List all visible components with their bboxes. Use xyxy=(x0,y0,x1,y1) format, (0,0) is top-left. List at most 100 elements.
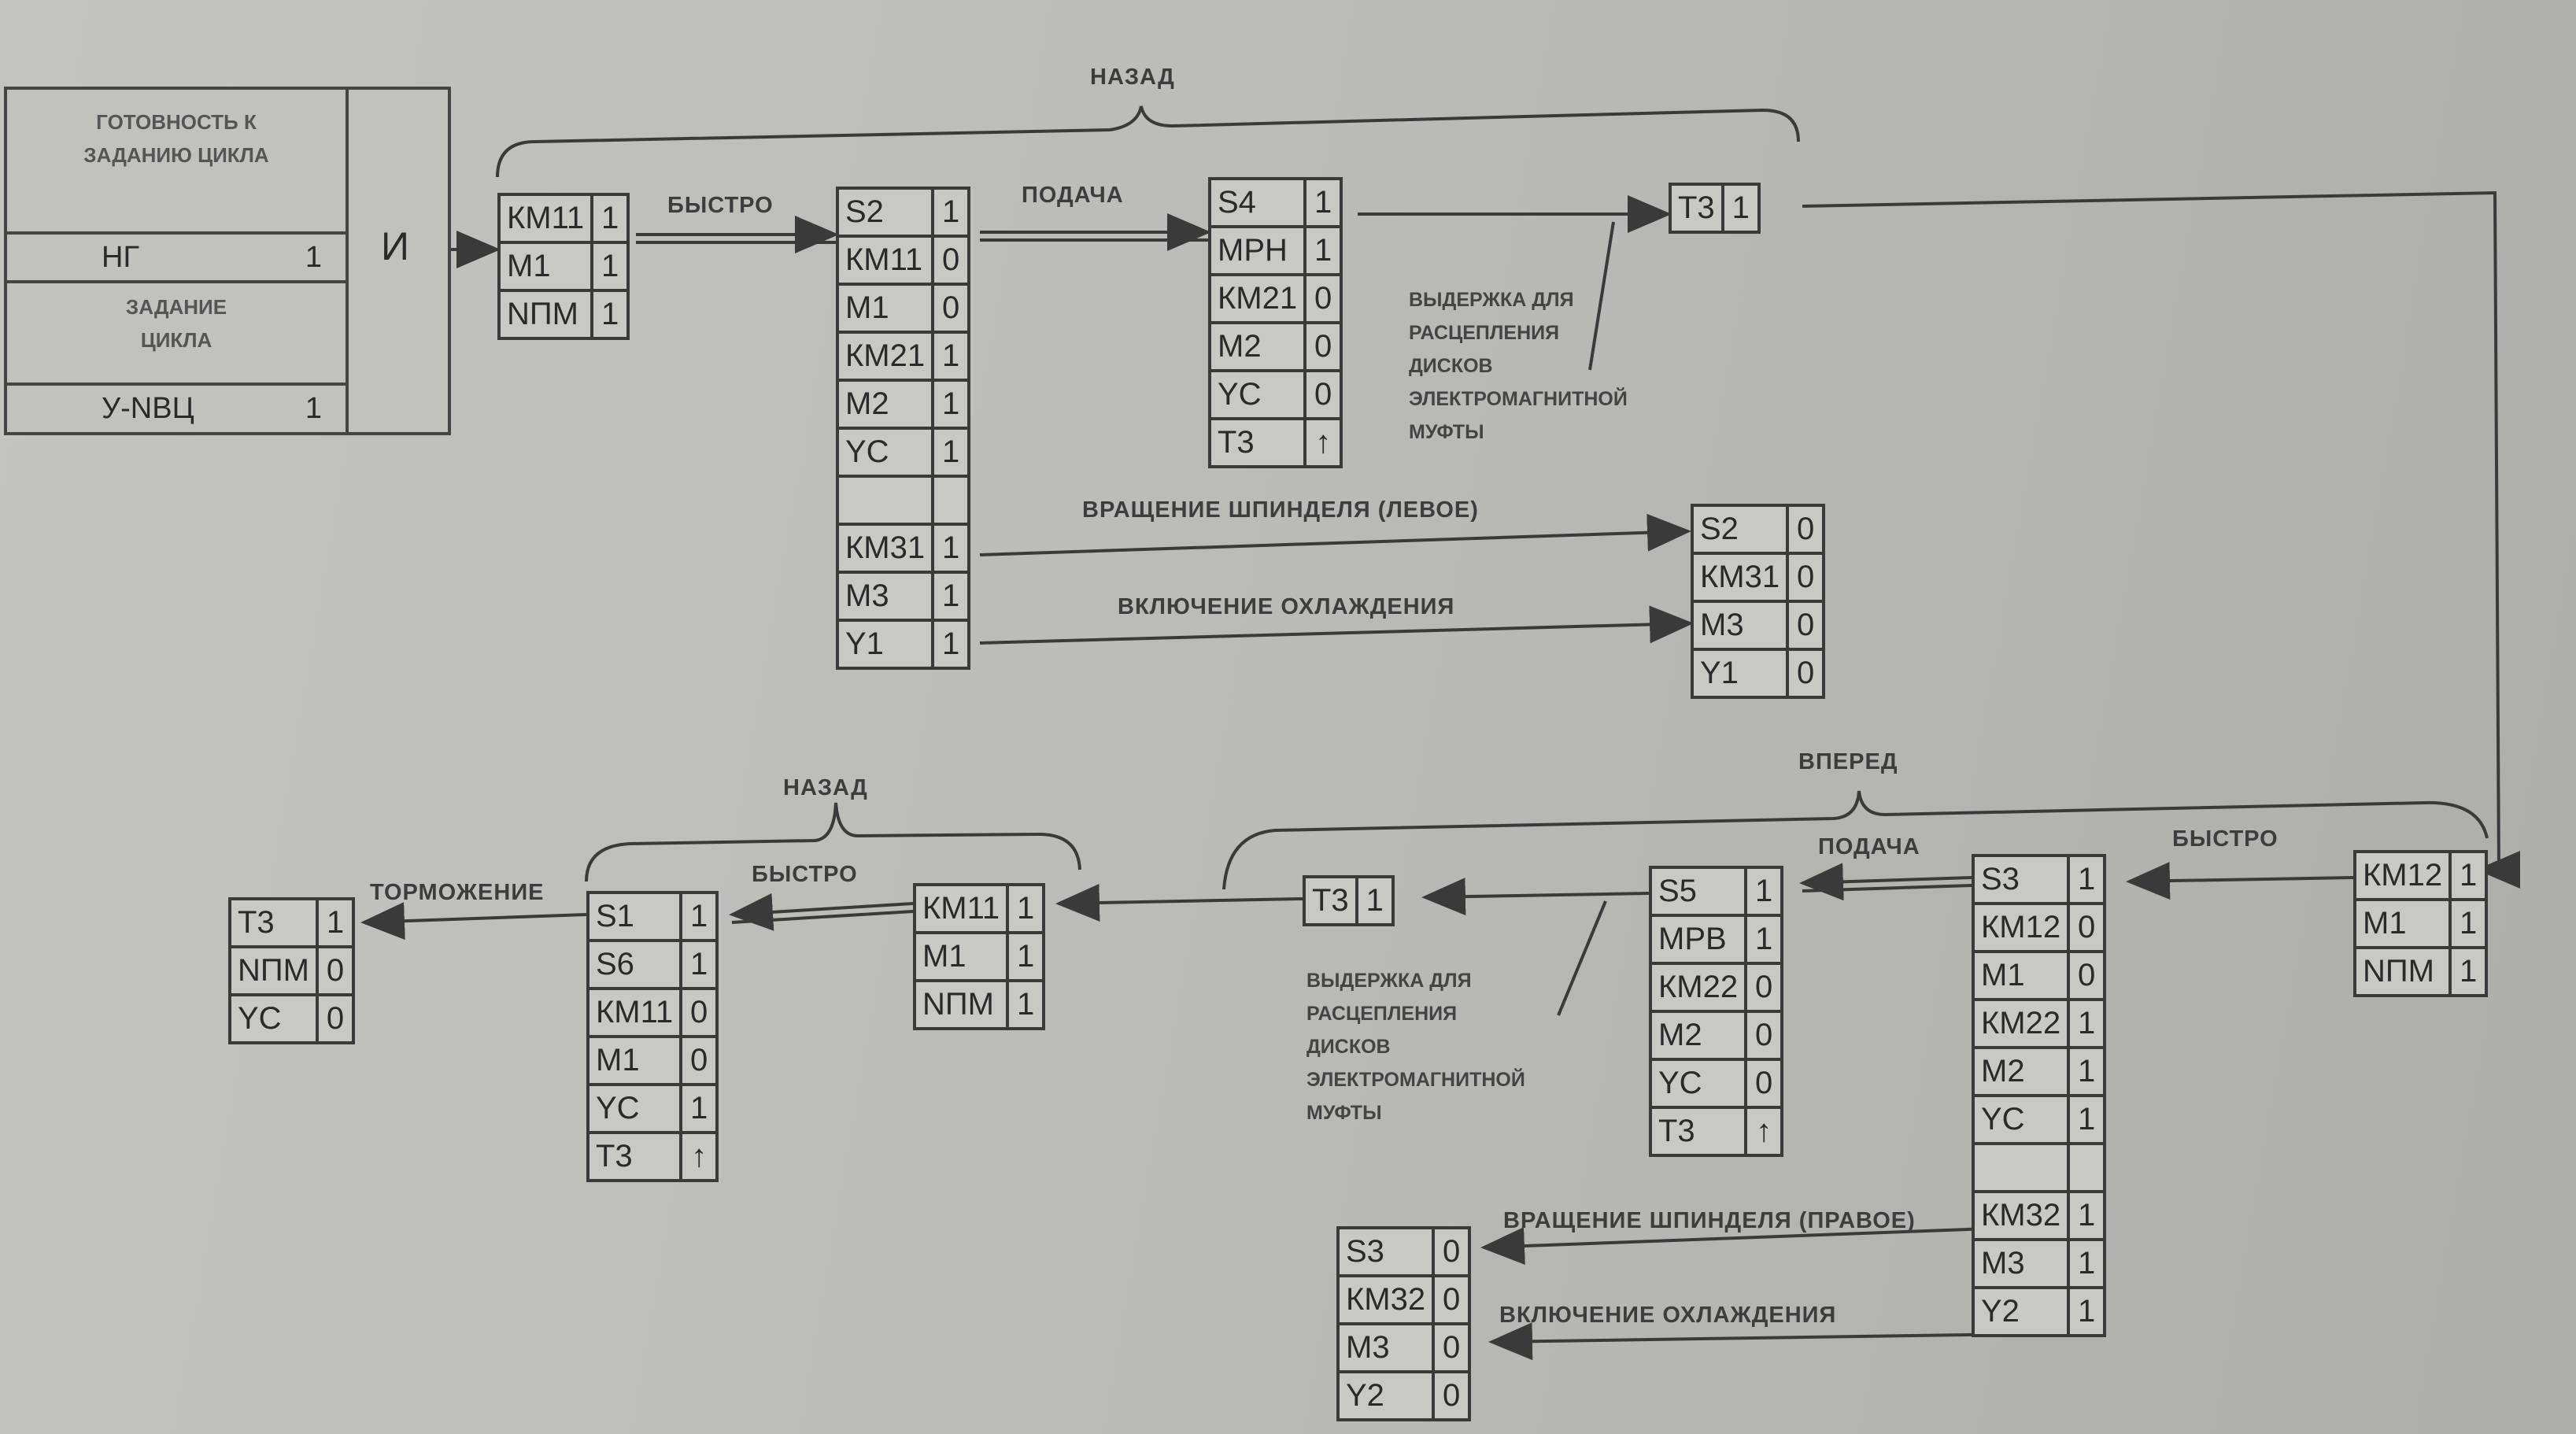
label-cooling-2: ВКЛЮЧЕНИЕ ОХЛАЖДЕНИЯ xyxy=(1499,1303,1837,1328)
wire-st6-st7 xyxy=(2126,862,2354,900)
signal-name: YC xyxy=(228,993,319,1044)
signal-name: КМ21 xyxy=(1207,273,1307,324)
signal-value: 1 xyxy=(2067,1190,2107,1241)
signal-name: NПМ xyxy=(228,945,319,996)
signal-name: М2 xyxy=(1207,321,1307,372)
signal-name: S3 xyxy=(1336,1226,1436,1277)
wire-cooling-2 xyxy=(1488,1322,2020,1361)
unvc-signal-value: 1 xyxy=(305,392,322,425)
signal-name xyxy=(1971,1142,2071,1193)
signal-name: М2 xyxy=(1648,1010,1748,1061)
signal-name: Т3 xyxy=(228,897,319,948)
signal-value: 1 xyxy=(1303,225,1343,276)
note-delay-2: ВЫДЕРЖКА ДЛЯ РАСЦЕПЛЕНИЯ ДИСКОВ ЭЛЕКТРОМ… xyxy=(1306,970,1525,1124)
signal-name: М1 xyxy=(586,1035,683,1086)
delay-leader-2 xyxy=(1557,900,1607,1016)
signal-value: 0 xyxy=(2067,950,2107,1001)
signal-value: 1 xyxy=(2067,1238,2107,1289)
wire-st8-st9 xyxy=(1421,878,1650,916)
label-nazad-bottom: НАЗАД xyxy=(783,775,868,800)
signal-name: Т3 xyxy=(1207,417,1307,468)
signal-name: Y1 xyxy=(835,619,935,670)
note-delay-1: ВЫДЕРЖКА ДЛЯ РАСЦЕПЛЕНИЯ ДИСКОВ ЭЛЕКТРОМ… xyxy=(1409,289,1628,443)
signal-name: КМ11 xyxy=(497,193,594,244)
signal-value: ↑ xyxy=(679,1131,719,1182)
signal-name: Т3 xyxy=(1669,183,1724,234)
brace-vpered xyxy=(1222,790,2489,890)
label-podacha-1: ПОДАЧА xyxy=(1022,183,1124,208)
signal-name: S2 xyxy=(1690,504,1790,555)
signal-name: S4 xyxy=(1207,177,1307,228)
and-operator: И xyxy=(381,224,409,268)
signal-name: КМ31 xyxy=(835,523,935,574)
signal-name: YC xyxy=(1207,369,1307,420)
signal-value: 0 xyxy=(2067,902,2107,953)
state-row: Т3↑ xyxy=(1207,417,1343,468)
signal-value: 0 xyxy=(931,235,971,286)
signal-value: 1 xyxy=(1006,979,1046,1030)
signal-value: 0 xyxy=(1786,552,1826,603)
signal-value: 1 xyxy=(2448,898,2489,949)
signal-value xyxy=(931,475,971,526)
signal-value: 0 xyxy=(1786,648,1826,699)
signal-value: 1 xyxy=(931,379,971,430)
signal-value: 1 xyxy=(590,241,630,292)
signal-name: YC xyxy=(1648,1058,1748,1109)
signal-name: МРН xyxy=(1207,225,1307,276)
label-spindle-left: ВРАЩЕНИЕ ШПИНДЕЛЯ (ЛЕВОЕ) xyxy=(1082,497,1479,523)
signal-value: 1 xyxy=(931,523,971,574)
signal-value: 1 xyxy=(590,289,630,340)
label-cooling-1: ВКЛЮЧЕНИЕ ОХЛАЖДЕНИЯ xyxy=(1118,594,1455,619)
label-tormozhenie: ТОРМОЖЕНИЕ xyxy=(370,880,545,905)
signal-value: 1 xyxy=(1744,914,1784,965)
label-bystro-2: БЫСТРО xyxy=(752,862,858,887)
wire-cooling-1 xyxy=(979,605,1694,645)
signal-name: М3 xyxy=(1336,1322,1436,1373)
signal-name: КМ31 xyxy=(1690,552,1790,603)
signal-value: 1 xyxy=(590,193,630,244)
signal-value: 1 xyxy=(1006,883,1046,934)
label-nazad-top: НАЗАД xyxy=(1090,65,1175,90)
signal-name: YC xyxy=(835,427,935,478)
signal-name: М3 xyxy=(1690,600,1790,651)
signal-name: Т3 xyxy=(1648,1106,1748,1157)
signal-name: М1 xyxy=(1971,950,2071,1001)
ready-label: ГОТОВНОСТЬ К ЗАДАНИЮ ЦИКЛА xyxy=(83,110,269,167)
signal-value: 1 xyxy=(1720,183,1761,234)
signal-value: 1 xyxy=(931,427,971,478)
signal-name: S3 xyxy=(1971,854,2071,905)
label-spindle-right: ВРАЩЕНИЕ ШПИНДЕЛЯ (ПРАВОЕ) xyxy=(1503,1208,1916,1233)
signal-value: 0 xyxy=(679,987,719,1038)
label-bystro-3: БЫСТРО xyxy=(2172,826,2278,852)
signal-name: Y1 xyxy=(1690,648,1790,699)
signal-value: 0 xyxy=(1432,1322,1472,1373)
delay-leader-1 xyxy=(1588,221,1615,371)
signal-value: 1 xyxy=(1006,931,1046,982)
signal-value: 0 xyxy=(1432,1226,1472,1277)
